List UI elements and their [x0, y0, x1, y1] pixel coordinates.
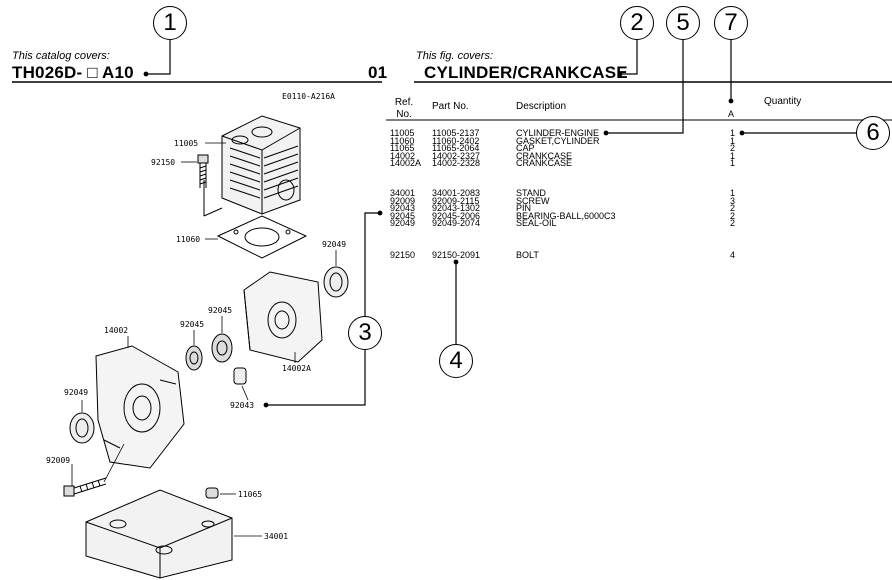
row-ref: 11060 [390, 135, 415, 146]
row-ref: 14002A [390, 158, 422, 169]
illustration-code: E0110-A216A [282, 92, 335, 101]
row-part-no: 34001-2083 [432, 188, 481, 198]
catalog-model: TH026D- □ A10 [12, 63, 134, 82]
header-ref-no: Ref. No. [394, 97, 414, 120]
callout-4: 4 [439, 344, 473, 378]
row-quantity: 2 [730, 218, 736, 229]
row-ref: 11005 [390, 128, 415, 138]
row-description: CRANKCASE [516, 158, 573, 169]
label-11060: 11060 [176, 235, 201, 244]
crankcase-a-sketch [243, 271, 323, 363]
row-ref: 92150 [390, 250, 416, 260]
fig-number: 01 [368, 63, 388, 82]
pin-sketch [233, 367, 247, 385]
row-part-no: 92045-2006 [432, 210, 481, 221]
row-description: BEARING-BALL,6000C3 [516, 210, 616, 221]
callout-1: 1 [153, 6, 187, 40]
callout-7: 7 [714, 6, 748, 40]
row-part-no: 92043-1302 [432, 203, 481, 214]
header-qty-col-a: A [728, 109, 735, 119]
row-description: SEAL-OIL [516, 218, 557, 229]
row-ref: 11065 [390, 143, 415, 154]
row-quantity: 1 [730, 135, 736, 146]
bolt-sketch [197, 154, 209, 188]
bearing-ball-sketch [185, 333, 233, 371]
row-part-no: 11065-2064 [432, 143, 480, 154]
callout-5: 5 [666, 6, 700, 40]
label-92045-top: 92045 [208, 306, 233, 315]
row-ref: 92043 [390, 203, 416, 214]
header-part-no: Part No. [432, 101, 469, 112]
label-14002A: 14002A [282, 364, 311, 373]
row-part-no: 11060-2402 [432, 135, 480, 146]
label-92009: 92009 [46, 456, 71, 465]
row-description: SCREW [516, 195, 550, 206]
row-part-no: 14002-2328 [432, 158, 481, 169]
row-part-no: 92009-2115 [432, 195, 480, 206]
label-92045-left: 92045 [180, 320, 205, 329]
callout-2: 2 [620, 6, 654, 40]
row-quantity: 1 [730, 150, 736, 161]
row-description: STAND [516, 188, 546, 198]
label-14002: 14002 [104, 326, 129, 335]
row-quantity: 1 [730, 128, 736, 138]
header-quantity: Quantity [764, 96, 802, 107]
callout-3: 3 [348, 316, 382, 350]
label-11005: 11005 [174, 139, 199, 148]
row-description: CRANKCASE [516, 150, 573, 161]
screw-sketch [63, 477, 107, 497]
row-ref: 92045 [390, 210, 416, 221]
gasket-sketch [216, 215, 308, 259]
label-34001: 34001 [264, 532, 289, 541]
row-description: GASKET,CYLINDER [516, 135, 600, 146]
seal-oil-left-sketch [69, 412, 95, 444]
row-description: CAP [516, 143, 535, 154]
row-ref: 14002 [390, 150, 416, 161]
row-description: CYLINDER-ENGINE [516, 128, 600, 138]
row-quantity: 4 [730, 250, 736, 260]
row-part-no: 14002-2327 [432, 150, 481, 161]
label-92150: 92150 [151, 158, 176, 167]
row-ref: 34001 [390, 188, 416, 198]
label-92049-left: 92049 [64, 388, 89, 397]
row-quantity: 3 [730, 195, 736, 206]
label-92043: 92043 [230, 401, 255, 410]
figure-title: CYLINDER/CRANKCASE [424, 63, 628, 82]
row-part-no: 92049-2074 [432, 218, 481, 229]
row-quantity: 2 [730, 203, 736, 214]
catalog-covers-label: This catalog covers: [12, 50, 110, 62]
crankcase-sketch [95, 345, 185, 469]
fig-covers-label: This fig. covers: [416, 50, 494, 62]
row-description: BOLT [516, 250, 539, 260]
row-part-no: 11005-2137 [432, 128, 480, 138]
row-quantity: 1 [730, 188, 736, 198]
row-quantity: 2 [730, 210, 736, 221]
label-92049-top: 92049 [322, 240, 347, 249]
stand-sketch [85, 489, 233, 579]
cap-sketch [205, 487, 219, 499]
seal-oil-sketch [323, 266, 349, 298]
header-description: Description [516, 101, 567, 112]
callout-6: 6 [856, 116, 890, 150]
row-quantity: 2 [730, 143, 736, 154]
label-11065: 11065 [238, 490, 263, 499]
cylinder-engine-sketch [203, 115, 301, 217]
row-quantity: 1 [730, 158, 736, 169]
row-description: PIN [516, 203, 532, 214]
row-ref: 92049 [390, 218, 416, 229]
row-ref: 92009 [390, 195, 416, 206]
row-part-no: 92150-2091 [432, 250, 481, 260]
